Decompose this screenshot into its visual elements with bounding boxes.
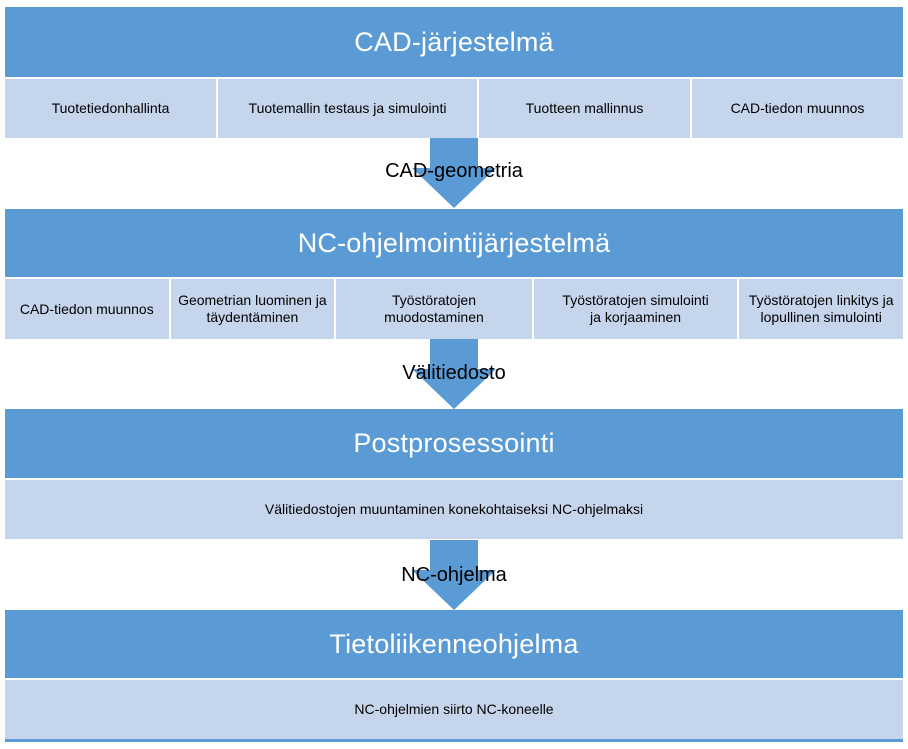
stage-item: Tuotemallin testaus ja simulointi <box>216 79 477 138</box>
stage-item: CAD-tiedon muunnos <box>19 300 154 317</box>
bottom-divider <box>5 739 903 742</box>
down-arrow-icon <box>412 339 496 409</box>
stage-item: Geometrian luominen ja täydentäminen <box>168 279 335 339</box>
down-arrow-icon <box>412 540 496 610</box>
stage-row-cad: Tuotetiedonhallinta Tuotemallin testaus … <box>5 79 903 138</box>
stage-header-communication: Tietoliikenneohjelma <box>5 610 903 678</box>
stage-item: Tuotetiedonhallinta <box>51 100 170 116</box>
stage-header-cad: CAD-järjestelmä <box>5 7 903 77</box>
stage-row-postprocessing: Välitiedostojen muuntaminen konekohtaise… <box>5 480 903 539</box>
stage-header-postprocessing: Postprosessointi <box>5 409 903 478</box>
flow-label: NC-ohjelma <box>401 564 507 586</box>
stage-row-nc-programming: CAD-tiedon muunnos Geometrian luominen j… <box>5 279 903 339</box>
stage-item: Tuotteen mallinnus <box>477 79 690 138</box>
stage-item: Työstöratojen muodostaminen <box>334 279 532 339</box>
stage-title: Postprosessointi <box>353 428 555 458</box>
stage-item: Työstöratojen linkitys ja lopullinen sim… <box>737 279 903 339</box>
stage-item: CAD-tiedon muunnos <box>690 79 903 138</box>
stage-row-communication: NC-ohjelmien siirto NC-koneelle <box>5 680 903 739</box>
stage-header-nc-programming: NC-ohjelmointijärjestelmä <box>5 209 903 277</box>
stage-title: NC-ohjelmointijärjestelmä <box>297 227 611 258</box>
stage-title: Tietoliikenneohjelma <box>329 628 579 659</box>
flow-label: CAD-geometria <box>385 160 523 182</box>
stage-item: Välitiedostojen muuntaminen konekohtaise… <box>264 501 644 517</box>
down-arrow-icon <box>412 138 496 208</box>
stage-item: NC-ohjelmien siirto NC-koneelle <box>354 701 554 717</box>
flow-label: Välitiedosto <box>402 362 506 384</box>
stage-title: CAD-järjestelmä <box>354 26 554 57</box>
stage-item: Työstöratojen simulointi ja korjaaminen <box>531 279 738 339</box>
